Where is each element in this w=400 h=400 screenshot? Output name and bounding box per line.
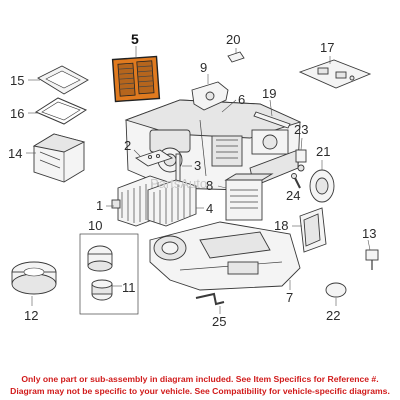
callout-13: 13 (362, 226, 376, 241)
callout-16: 16 (10, 106, 24, 121)
part-18-door[interactable] (299, 207, 327, 253)
callout-14: 14 (8, 146, 22, 161)
part-10-blower-group[interactable] (79, 233, 139, 315)
callout-11: 11 (122, 280, 136, 295)
callout-3: 3 (194, 158, 201, 173)
callout-1: 1 (96, 198, 103, 213)
disclaimer-box: Only one part or sub-assembly in diagram… (0, 372, 400, 400)
part-5-cabin-filter[interactable] (111, 55, 161, 103)
part-25-bracket[interactable] (195, 292, 225, 306)
callout-23: 23 (294, 122, 308, 137)
callout-22: 22 (326, 308, 340, 323)
callout-15: 15 (10, 73, 24, 88)
part-7-lower-case[interactable] (149, 221, 301, 291)
callout-8: 8 (206, 178, 213, 193)
callout-19: 19 (262, 86, 276, 101)
part-16-seal[interactable] (34, 97, 88, 125)
part-24-screw[interactable] (291, 173, 301, 189)
part-9-actuator[interactable] (191, 81, 229, 111)
part-4-evaporator[interactable] (147, 179, 197, 227)
part-15-cover[interactable] (37, 65, 89, 95)
callout-6: 6 (238, 92, 245, 107)
part-12-blower-wheel[interactable] (11, 261, 57, 295)
callout-5: 5 (131, 31, 139, 47)
part-22-cover[interactable] (325, 282, 347, 298)
callout-21: 21 (316, 144, 330, 159)
part-21-actuator[interactable] (309, 169, 335, 203)
watermark: PartsAuto (150, 176, 207, 191)
callout-7: 7 (286, 290, 293, 305)
part-14-inlet-housing[interactable] (32, 133, 86, 183)
callout-25: 25 (212, 314, 226, 329)
callout-10: 10 (88, 218, 102, 233)
part-13-sensor[interactable] (365, 249, 379, 270)
part-2-plate[interactable] (134, 149, 174, 167)
part-19-seal-strip[interactable] (253, 111, 291, 129)
disclaimer-line-2: Diagram may not be specific to your vehi… (10, 386, 390, 396)
part-17-bracket[interactable] (298, 59, 372, 89)
part-8-module[interactable] (224, 173, 274, 221)
callout-24: 24 (286, 188, 300, 203)
callout-17: 17 (320, 40, 334, 55)
callout-12: 12 (24, 308, 38, 323)
disclaimer-line-1: Only one part or sub-assembly in diagram… (21, 374, 379, 384)
callout-2: 2 (124, 138, 131, 153)
callout-9: 9 (200, 60, 207, 75)
callout-4: 4 (206, 201, 213, 216)
callout-20: 20 (226, 32, 240, 47)
callout-18: 18 (274, 218, 288, 233)
